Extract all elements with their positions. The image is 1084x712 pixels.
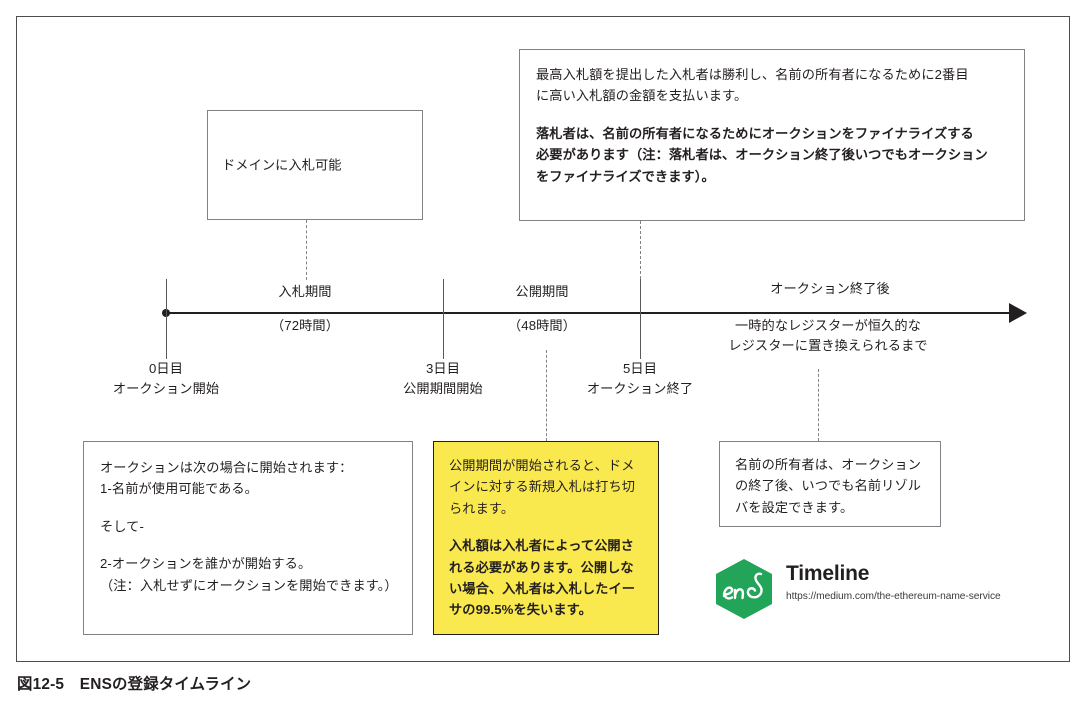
ens-brand-text: Timeline https://medium.com/the-ethereum…	[786, 561, 1036, 602]
note-highest-bidder-paragraph-1: 最高入札額を提出した入札者は勝利し、名前の所有者になるために2番目 に高い入札額…	[536, 67, 969, 104]
label-bid-period-duration: （72時間）	[270, 318, 340, 333]
day-marker-5-day: 5日目	[622, 361, 657, 376]
note-box-highest-bidder: 最高入札額を提出した入札者は勝利し、名前の所有者になるために2番目 に高い入札額…	[519, 49, 1025, 221]
timeline-tick-day0	[166, 279, 167, 359]
label-bid-period: 入札期間	[278, 284, 332, 299]
connector-domain-bid	[306, 220, 307, 280]
note-reveal-paragraph-2: 入札額は入札者によって公開される必要があります。公開しない場合、入札者は入札した…	[449, 538, 636, 618]
timeline-axis-line	[166, 312, 1018, 314]
ens-brand: Timeline https://medium.com/the-ethereum…	[714, 558, 1034, 620]
day-marker-3: 3日目 公開期間開始	[343, 359, 543, 399]
day-marker-0: 0日目 オークション開始	[66, 359, 266, 399]
day-marker-5: 5日目 オークション終了	[540, 359, 740, 399]
timeline-tick-day5	[640, 279, 641, 359]
day-marker-3-description: 公開期間開始	[403, 380, 483, 396]
note-auction-start-paragraph-1: オークションは次の場合に開始されます： 1-名前が使用可能である。	[100, 460, 353, 497]
ens-brand-title: Timeline	[786, 562, 870, 585]
note-auction-start-paragraph-3: 2-オークションを誰かが開始する。 （注：入札せずにオークションを開始できます。…	[100, 556, 398, 593]
connector-reveal-note	[546, 350, 547, 441]
label-after-auction-description: 一時的なレジスターが恒久的な レジスターに置き換えられるまで	[728, 318, 928, 353]
figure-frame: 入札期間 （72時間） 公開期間 （48時間） オークション終了後 一時的なレジ…	[16, 16, 1070, 662]
note-reveal-paragraph-1: 公開期間が開始されると、ドメインに対する新規入札は打ち切られます。	[449, 458, 636, 516]
label-reveal-period: 公開期間	[515, 284, 569, 299]
note-highest-bidder-paragraph-2: 落札者は、名前の所有者になるためにオークションをファイナライズする 必要がありま…	[536, 125, 988, 184]
note-domain-bid-text: ドメインに入札可能	[222, 157, 342, 173]
note-auction-start-paragraph-2: そして-	[100, 518, 144, 534]
label-reveal-period-duration: （48時間）	[507, 318, 577, 333]
ens-brand-url: https://medium.com/the-ethereum-name-ser…	[786, 591, 1001, 603]
figure-caption: 図12-5 ENSの登録タイムライン	[17, 676, 252, 693]
note-box-resolver: 名前の所有者は、オークションの終了後、いつでも名前リゾルバを設定できます。	[719, 441, 941, 527]
day-marker-3-day: 3日目	[425, 361, 460, 376]
day-marker-0-description: オークション開始	[112, 380, 220, 396]
note-box-auction-start: オークションは次の場合に開始されます： 1-名前が使用可能である。 そして- 2…	[83, 441, 413, 635]
label-after-auction: オークション終了後	[770, 281, 890, 296]
note-box-domain-bid: ドメインに入札可能	[207, 110, 423, 220]
note-resolver-paragraph-1: 名前の所有者は、オークションの終了後、いつでも名前リゾルバを設定できます。	[735, 457, 922, 515]
connector-resolver-note	[818, 369, 819, 441]
day-marker-0-day: 0日目	[148, 361, 183, 376]
ens-logo-icon	[714, 558, 774, 620]
day-marker-5-description: オークション終了	[586, 380, 694, 396]
timeline-tick-day3	[443, 279, 444, 359]
timeline-arrow-head	[1009, 303, 1027, 323]
note-box-reveal-highlight: 公開期間が開始されると、ドメインに対する新規入札は打ち切られます。 入札額は入札…	[433, 441, 659, 635]
connector-highest-bidder	[640, 221, 641, 279]
